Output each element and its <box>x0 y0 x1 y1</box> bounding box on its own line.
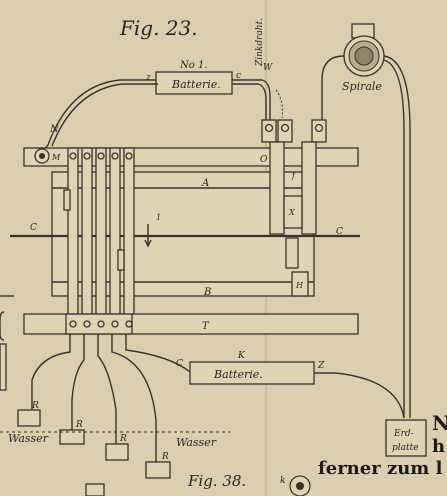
bottom-screw-3 <box>97 320 105 328</box>
wire-spiral-right-2 <box>383 59 405 418</box>
key-column-1 <box>67 147 79 319</box>
wire-to-battery <box>125 334 191 373</box>
terminal-screw-3 <box>314 123 324 133</box>
battery-top-label: Batterie. <box>171 78 221 91</box>
plate-r4 <box>145 461 171 479</box>
bottom-terminals <box>65 313 133 335</box>
letter-X: X <box>288 208 295 217</box>
left-bracket <box>0 311 5 341</box>
wire-r3 <box>97 334 117 444</box>
key-screw-2 <box>83 152 91 160</box>
battery-top <box>155 71 233 95</box>
key-screw-3 <box>97 152 105 160</box>
letter-B: B <box>203 287 211 298</box>
letter-f: f <box>291 171 297 180</box>
wire-spiral-left <box>321 55 345 122</box>
key-column-5 <box>123 147 135 319</box>
battery-top-number: No 1. <box>179 60 208 71</box>
key-column-2 <box>81 147 93 319</box>
relay-rod <box>285 237 299 269</box>
water-right-label: Wasser <box>176 436 217 449</box>
letter-R3: R <box>119 434 127 444</box>
bottom-screw-1 <box>69 320 77 328</box>
bottom-screw-2 <box>83 320 91 328</box>
bottom-screw-5 <box>125 320 133 328</box>
letter-arrow-1: 1 <box>156 213 161 222</box>
plate-r1 <box>17 409 41 427</box>
wire-battery-to-earth <box>314 372 405 419</box>
bottom-caption: Fig. 38. <box>187 472 246 490</box>
letter-k: k <box>280 476 285 486</box>
terminal-screw-2 <box>280 123 290 133</box>
key-screw-5 <box>125 152 133 160</box>
letter-R4: R <box>161 452 169 462</box>
letter-R1: R <box>31 401 39 411</box>
letter-N: N <box>49 124 60 135</box>
wire-r2 <box>71 334 85 430</box>
relay-arm-2 <box>301 141 317 235</box>
key-spring-2 <box>117 249 125 271</box>
water-left-label: Wasser <box>8 432 49 445</box>
key-columns <box>63 147 135 319</box>
wire-battery-to-m <box>41 79 156 153</box>
letter-C-right: C <box>336 227 343 237</box>
wire-battery-to-m-2 <box>51 83 158 147</box>
letter-C-bottom: C <box>176 359 183 369</box>
battery-bottom-label: Batterie. <box>213 368 263 381</box>
key-screw-1 <box>69 152 77 160</box>
zinkdraht-dotted <box>275 89 283 119</box>
letter-R2: R <box>75 420 83 430</box>
letter-A: A <box>201 178 209 189</box>
letter-Z-bottom: Z <box>317 361 325 371</box>
letter-z-top: z <box>145 73 151 83</box>
wire-battery-to-w-2 <box>232 83 267 120</box>
key-column-3 <box>95 147 107 319</box>
side-text-line1: N <box>432 411 447 435</box>
side-text-line2: h <box>432 436 445 457</box>
key-screw-4 <box>111 152 119 160</box>
wire-battery-to-w <box>232 79 271 120</box>
spiral-label: Spirale <box>342 80 382 93</box>
arrow-head <box>144 239 152 248</box>
left-partial-device <box>0 343 7 391</box>
wire-r1 <box>31 334 71 410</box>
spiral-coil-core <box>354 46 374 66</box>
zinkdraht-label: Zinkdraht. <box>255 18 265 67</box>
terminal-m-inner <box>39 153 45 159</box>
bottom-wheel-hub <box>296 482 304 490</box>
key-spring-1 <box>63 189 71 211</box>
letter-T: T <box>202 321 210 332</box>
key-column-4 <box>109 147 121 319</box>
wire-r4 <box>111 334 157 462</box>
bottom-screw-4 <box>111 320 119 328</box>
letter-O: O <box>260 155 268 165</box>
plate-r3 <box>105 443 129 461</box>
letter-C-left: C <box>30 223 37 233</box>
earth-plate <box>385 419 427 457</box>
relay-arm-1 <box>269 141 285 235</box>
letter-H: H <box>295 281 304 290</box>
figure-title: Fig. 23. <box>119 16 198 40</box>
letter-c-top: c <box>236 71 241 81</box>
terminal-screw-1 <box>264 123 274 133</box>
relay-base-h <box>291 271 309 297</box>
bottom-partial-device <box>85 483 105 496</box>
earth-plate-line2: platte <box>392 443 419 453</box>
wire-spiral-right <box>383 55 411 418</box>
letter-W: W <box>263 63 273 73</box>
relay-electromagnet <box>283 195 303 229</box>
plate-r2 <box>59 429 85 445</box>
letter-K: K <box>237 351 246 361</box>
side-text-line3: ferner zum l <box>318 458 443 479</box>
letter-M: M <box>51 153 61 162</box>
earth-plate-line1: Erd- <box>393 429 414 439</box>
